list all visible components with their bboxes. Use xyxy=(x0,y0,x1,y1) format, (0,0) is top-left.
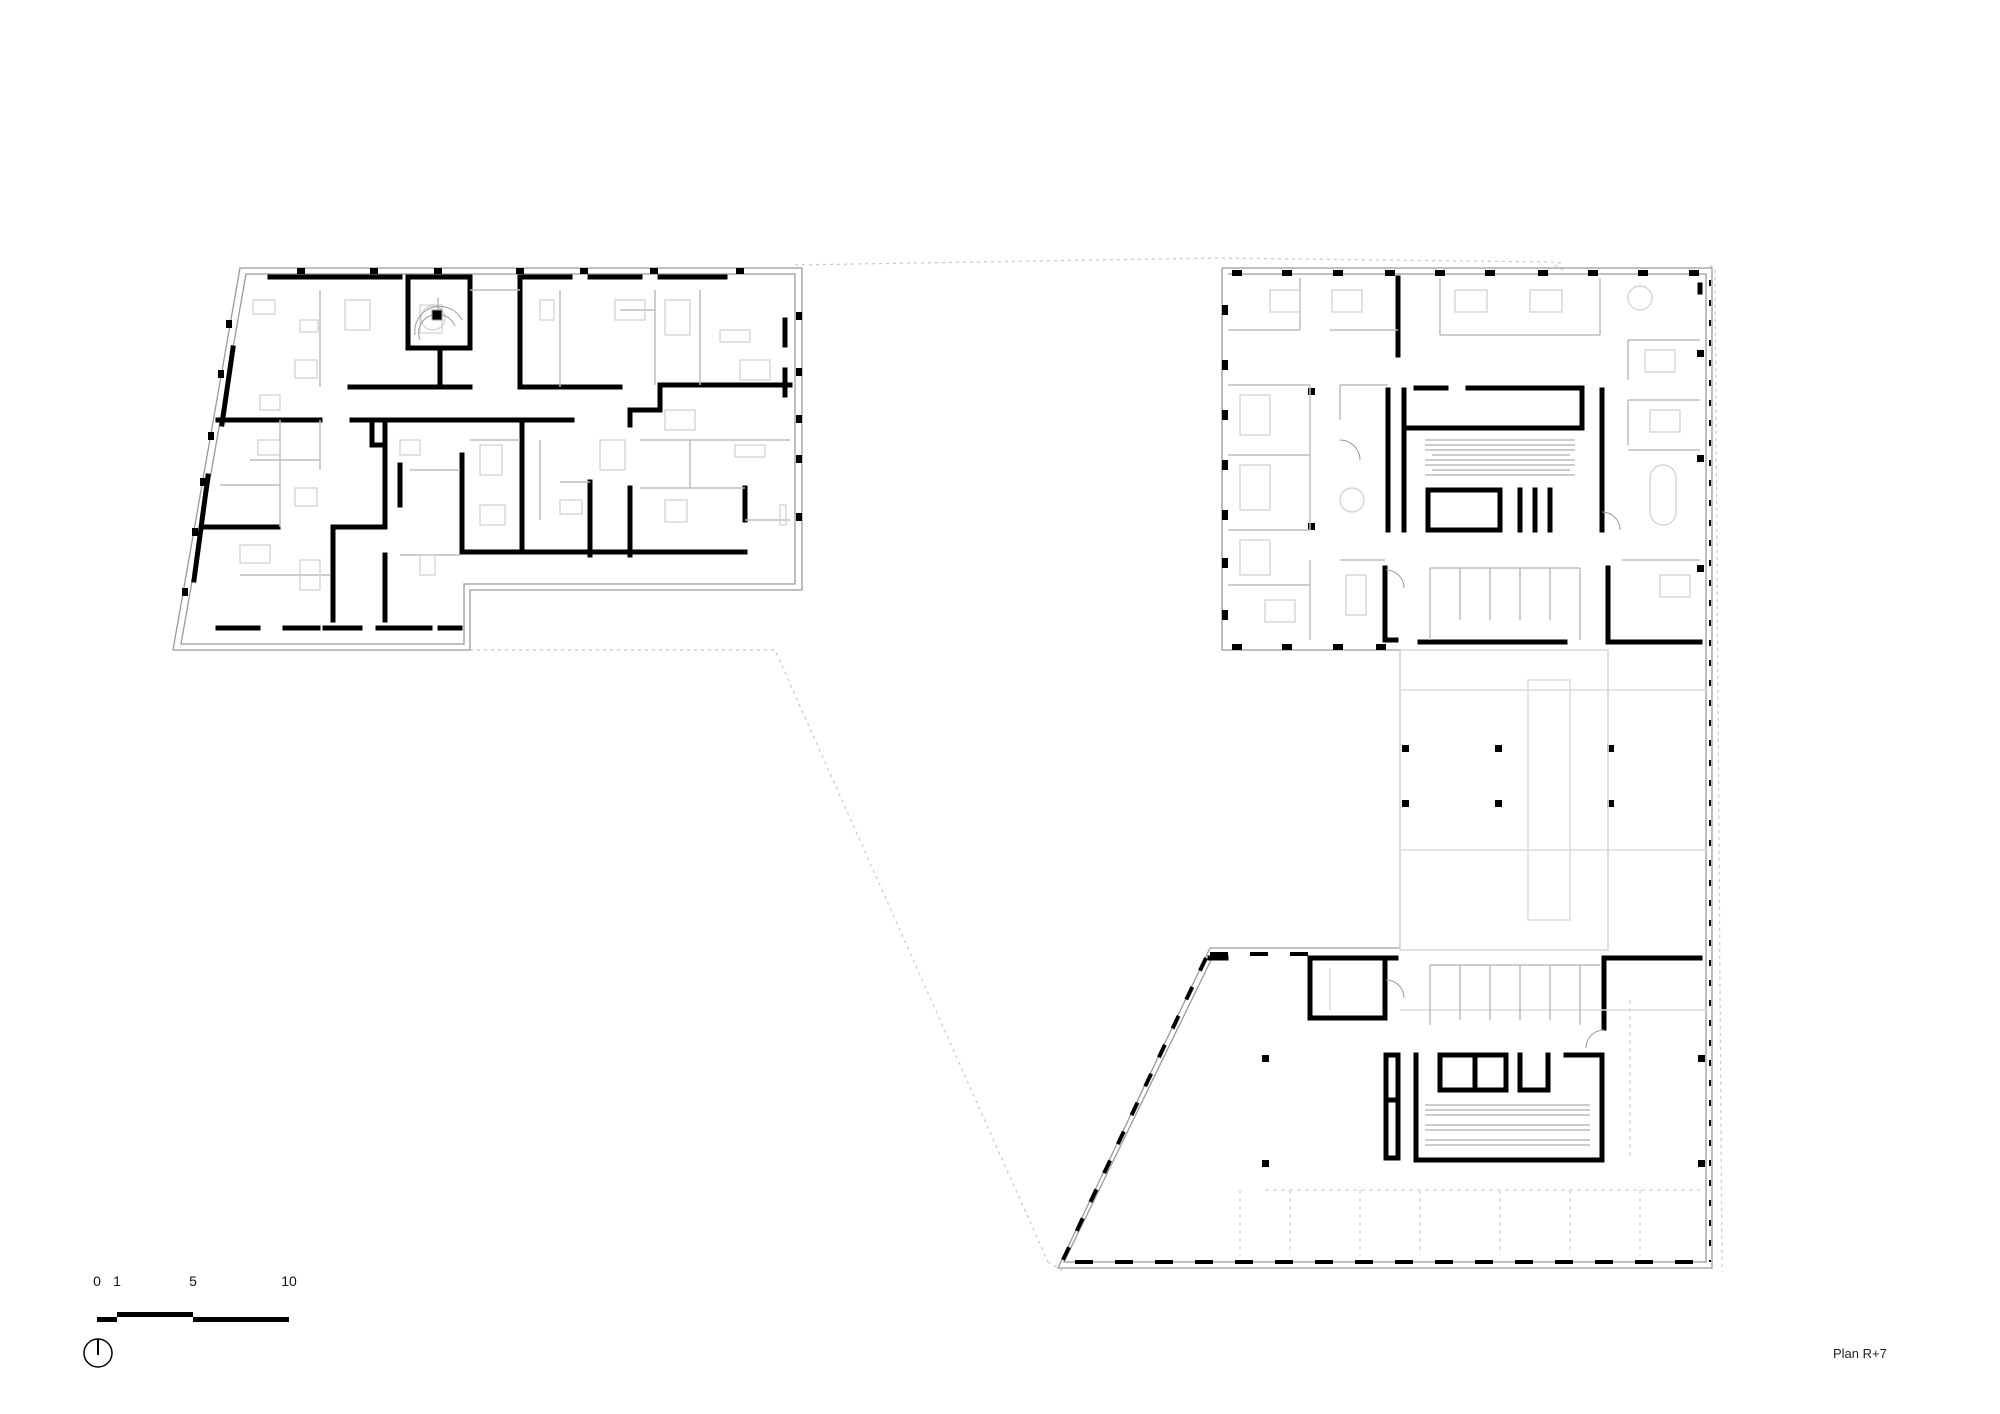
office-furniture xyxy=(1239,285,1691,623)
office-bottom-facade xyxy=(1075,952,1700,1264)
office-doors xyxy=(1339,439,1621,1049)
site-outline xyxy=(470,257,1723,1273)
scale-label-1: 1 xyxy=(113,1273,121,1289)
office-slanted-facade xyxy=(1060,957,1208,1263)
office-columns xyxy=(1262,350,1705,1167)
housing-facade-columns xyxy=(182,268,802,596)
office-stairs xyxy=(1425,439,1590,1146)
housing-furniture xyxy=(239,299,787,591)
office-structural-walls xyxy=(1207,275,1703,1163)
office-partitions xyxy=(1228,278,1708,1255)
housing-structural-walls xyxy=(191,274,793,631)
office-block xyxy=(1056,267,1713,1269)
housing-spiral-stair xyxy=(414,298,463,341)
north-arrow-icon xyxy=(83,1338,113,1368)
scale-label-10: 10 xyxy=(281,1273,297,1289)
scale-bar xyxy=(97,1312,289,1322)
scale-label-0: 0 xyxy=(93,1273,101,1289)
office-facade-columns xyxy=(1222,270,1699,650)
housing-partitions xyxy=(220,289,790,576)
plan-caption: Plan R+7 xyxy=(1833,1346,1887,1361)
scale-label-5: 5 xyxy=(189,1273,197,1289)
housing-envelope xyxy=(172,267,803,651)
housing-block xyxy=(172,267,803,651)
